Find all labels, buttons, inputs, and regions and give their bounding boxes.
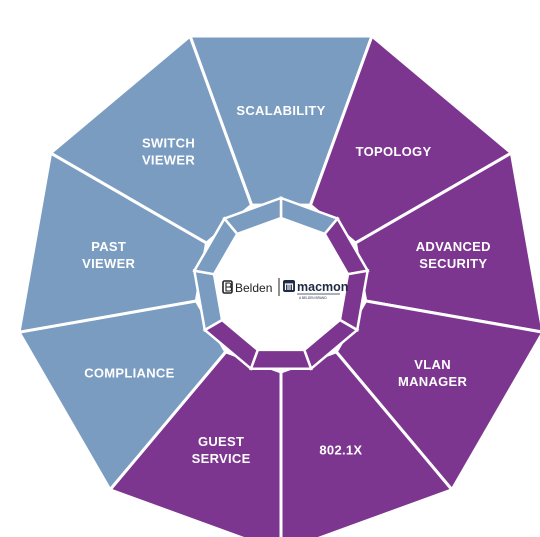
segment-label: SWITCH VIEWER <box>142 135 195 167</box>
macmon-subtext: A BELDEN BRAND <box>299 296 327 300</box>
inner-ring-piece <box>249 348 313 370</box>
macmon-m-icon <box>283 280 295 292</box>
segment-label-line: COMPLIANCE <box>84 366 174 381</box>
segment-label-line: VIEWER <box>82 256 135 271</box>
segment-label: PAST VIEWER <box>82 239 135 271</box>
center-logo: Belden macmon A BELDEN BRAND <box>222 278 348 300</box>
segment-label-line: SERVICE <box>192 451 251 466</box>
segment-label-line: SECURITY <box>419 256 487 271</box>
macmon-logo-text: macmon <box>297 280 348 294</box>
segment-label-line: MANAGER <box>398 374 468 389</box>
segment-label-line: SCALABILITY <box>236 103 325 118</box>
segment-label: GUEST SERVICE <box>192 434 251 466</box>
segment-label: COMPLIANCE <box>84 366 174 381</box>
segment-label-line: VLAN <box>414 357 451 372</box>
segment-label: TOPOLOGY <box>356 144 432 159</box>
segment-label: VLAN MANAGER <box>398 357 468 389</box>
segment-label-line: ADVANCED <box>416 239 491 254</box>
segment-label-line: 802.1X <box>319 442 362 457</box>
segment-label: ADVANCED SECURITY <box>416 239 491 271</box>
segment-label-line: GUEST <box>198 434 244 449</box>
belden-logo-text: Belden <box>235 281 272 295</box>
segment-group <box>16 33 540 537</box>
segment-label-line: PAST <box>91 239 126 254</box>
inner-ring <box>192 196 370 371</box>
label-group: SCALABILITY TOPOLOGY ADVANCED SECURITY VLAN M… <box>82 103 491 466</box>
segment-label-line: SWITCH <box>142 135 195 150</box>
segment-label: SCALABILITY <box>236 103 325 118</box>
center-hole <box>212 216 350 351</box>
segment-label-line: TOPOLOGY <box>356 144 432 159</box>
segment-label: 802.1X <box>319 442 362 457</box>
belden-b-icon <box>222 280 233 294</box>
segment-label-line: VIEWER <box>142 152 195 167</box>
